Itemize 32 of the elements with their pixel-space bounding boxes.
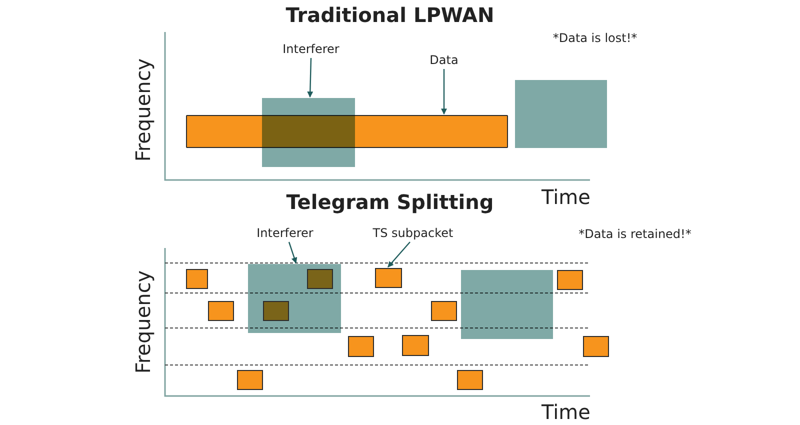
data-signal-block — [307, 269, 333, 289]
data-signal-block — [402, 335, 429, 356]
interferer-signal-block — [262, 98, 355, 167]
data-signal-block — [237, 370, 263, 390]
panel-title: Traditional LPWAN — [284, 2, 496, 28]
annotation-text: Interferer — [252, 225, 318, 241]
interferer-signal-block — [248, 264, 341, 333]
data-signal-block — [348, 336, 374, 357]
data-signal-block — [431, 301, 457, 321]
note-text: *Data is lost!* — [552, 30, 638, 46]
data-signal-block — [263, 301, 289, 321]
leader-arrow — [307, 58, 314, 98]
annotation-text: TS subpacket — [368, 225, 458, 241]
annotation-text: Interferer — [278, 41, 344, 57]
panel-title: Telegram Splitting — [285, 189, 495, 215]
data-signal-block — [557, 270, 583, 290]
axis-label: Frequency — [131, 57, 155, 164]
data-signal-block — [583, 336, 609, 357]
axis-label: Time — [540, 185, 592, 209]
data-signal-block — [208, 301, 234, 321]
data-signal-block — [186, 269, 208, 289]
leader-arrow — [441, 69, 447, 115]
annotation-text: Data — [426, 52, 462, 68]
axis-label: Frequency — [131, 269, 155, 376]
note-text: *Data is retained!* — [578, 226, 692, 242]
leader-arrow — [388, 242, 410, 268]
interferer-signal-block — [461, 270, 553, 339]
data-signal-block — [375, 268, 402, 288]
leader-arrow — [288, 242, 298, 264]
interferer-signal-block — [515, 80, 607, 148]
data-signal-block — [457, 370, 483, 390]
axis-label: Time — [540, 400, 592, 424]
